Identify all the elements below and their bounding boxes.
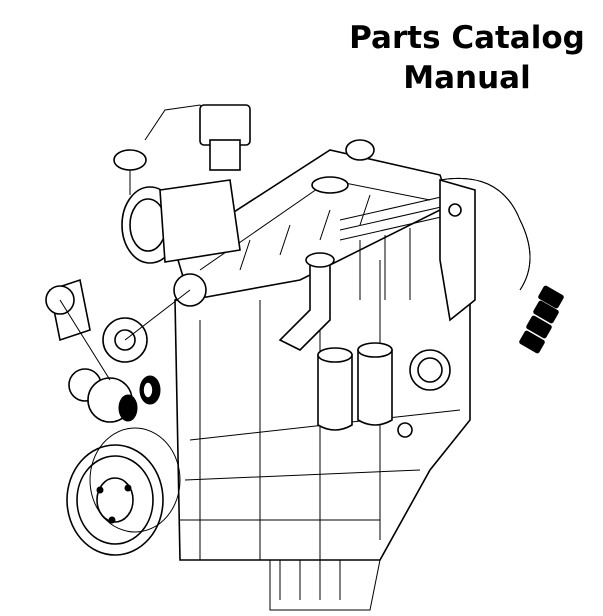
title-line-1: Parts Catalog — [349, 20, 585, 56]
valve-cover — [174, 139, 451, 301]
front-accessories — [45, 273, 207, 423]
crankshaft-pulley — [66, 427, 181, 556]
title-line-2: Manual — [403, 60, 531, 96]
turbocharger — [113, 104, 251, 264]
intake-pipe — [278, 194, 451, 351]
fuel-filters — [317, 342, 393, 431]
connectors — [519, 285, 564, 354]
catalog-title: Parts Catalog Manual — [347, 18, 587, 98]
wiring-harness — [439, 177, 564, 354]
rear-ports — [397, 349, 451, 438]
